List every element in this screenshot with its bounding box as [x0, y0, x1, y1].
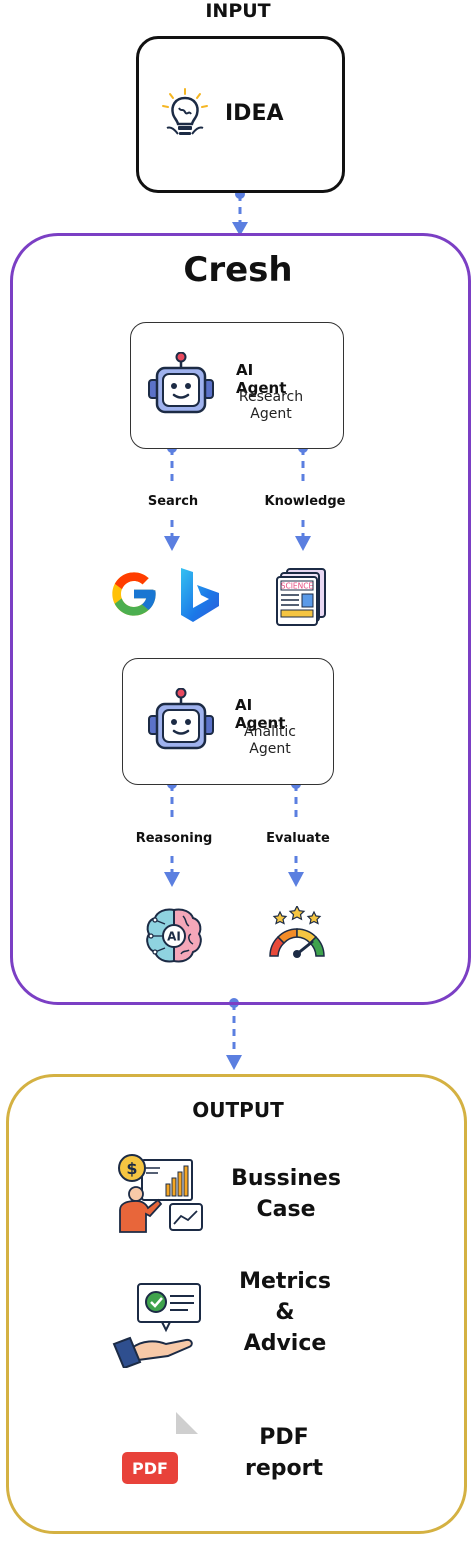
- ai-brain-icon: AI: [146, 908, 202, 963]
- analytic-agent-title: AI Agent: [235, 696, 286, 732]
- lightbulb-idea-icon: [162, 88, 208, 135]
- business-presentation-icon: $: [118, 1154, 203, 1233]
- output-container: [6, 1074, 467, 1534]
- google-icon: [112, 572, 156, 616]
- input-label: INPUT: [205, 0, 271, 22]
- connector-input-to-cresh: [232, 189, 248, 236]
- metrics-advice-line2: &: [275, 1300, 295, 1325]
- reasoning-edge-label: Reasoning: [135, 831, 213, 846]
- evaluate-edge-label: Evaluate: [266, 831, 330, 846]
- pdf-badge-text: PDF: [132, 1459, 168, 1478]
- analytic-agent-subtitle: Analitic Agent: [230, 724, 310, 758]
- pdf-report-line2: report: [245, 1456, 323, 1481]
- search-edge-label: Search: [147, 494, 199, 509]
- rating-gauge-icon: [269, 906, 325, 958]
- research-agent-title: AI Agent: [236, 361, 287, 397]
- analytic-agent-subtitle-line2: Agent: [249, 741, 291, 757]
- analytic-agent-subtitle-line1: Analitic: [244, 724, 296, 740]
- robot-icon: [148, 688, 214, 750]
- science-news-icon: SCIENCE: [276, 568, 326, 626]
- business-case-line2: Case: [256, 1197, 316, 1222]
- cresh-title: Cresh: [183, 250, 293, 290]
- pdf-file-icon: PDF: [122, 1412, 198, 1484]
- robot-icon: [148, 352, 214, 414]
- pdf-report-line1: PDF: [259, 1425, 309, 1450]
- pdf-report-text: PDF report: [226, 1422, 342, 1484]
- output-label: OUTPUT: [192, 1098, 284, 1122]
- svg-text:$: $: [126, 1159, 137, 1178]
- metrics-hand-icon: [112, 1283, 201, 1368]
- idea-text: IDEA: [225, 101, 284, 126]
- research-agent-subtitle-line2: Agent: [250, 406, 292, 422]
- knowledge-edge-label: Knowledge: [264, 494, 346, 509]
- connector-cresh-to-output: [226, 998, 242, 1070]
- ai-badge-text: AI: [167, 930, 181, 944]
- metrics-advice-line3: Advice: [243, 1331, 327, 1356]
- bing-icon: [181, 568, 219, 622]
- research-agent-subtitle: Research Agent: [231, 389, 311, 423]
- business-case-line1: Bussines: [231, 1166, 341, 1191]
- business-case-text: Bussines Case: [226, 1163, 346, 1225]
- research-agent-subtitle-line1: Research: [238, 389, 304, 405]
- idea-card: [136, 36, 345, 193]
- metrics-advice-text: Metrics & Advice: [226, 1266, 344, 1359]
- science-badge-text: SCIENCE: [281, 582, 314, 591]
- metrics-advice-line1: Metrics: [239, 1269, 331, 1294]
- cresh-container: [10, 233, 471, 1005]
